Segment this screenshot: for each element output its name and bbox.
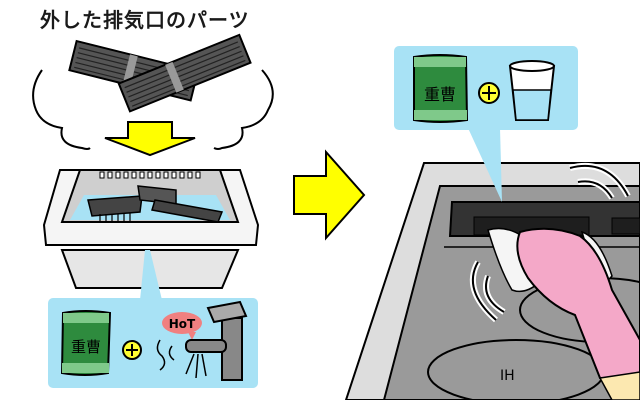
faucet-icon	[156, 300, 248, 381]
baking-soda-label: 重曹	[424, 85, 456, 104]
plus-icon	[122, 340, 142, 360]
hot-badge: HoT	[162, 312, 202, 340]
gloved-hand-icon	[516, 227, 640, 400]
vent-parts-icon	[68, 33, 252, 113]
right-callout-pointer	[468, 128, 502, 202]
illustration-title: 外した排気口のパーツ	[40, 8, 250, 32]
water-glass-icon	[508, 60, 556, 121]
baking-soda-package-icon: 重曹	[413, 54, 469, 123]
baking-soda-package-icon: 重曹	[60, 310, 112, 376]
thought-cloud	[32, 69, 274, 150]
right-arrow-icon	[293, 149, 366, 241]
baking-soda-label: 重曹	[71, 338, 101, 356]
down-arrow-icon	[104, 121, 196, 157]
motion-lines-icon	[469, 162, 631, 323]
left-callout-pointer	[140, 250, 162, 300]
ih-label: IH	[500, 368, 515, 384]
hot-badge-text: HoT	[169, 317, 196, 331]
plus-icon	[478, 82, 500, 104]
